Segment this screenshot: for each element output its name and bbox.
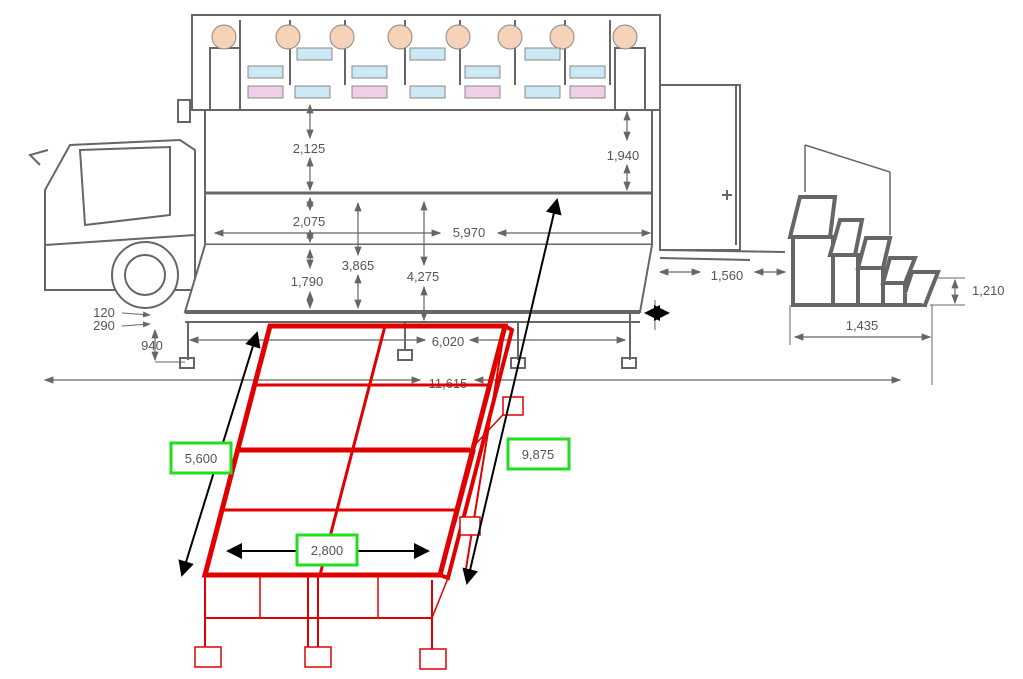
- extension-depth-label: 5,600: [185, 451, 218, 466]
- label-width-box: 2,800: [295, 533, 359, 567]
- dim-stairs-height: 1,210: [972, 283, 1005, 298]
- dim-door-gap: 1,560: [711, 268, 744, 283]
- dim-leg-height: 940: [141, 338, 163, 353]
- extension-width-label: 2,800: [311, 543, 344, 558]
- footing: [304, 646, 332, 668]
- dim-floor-a: 120: [93, 305, 115, 320]
- gallery-figures: [211, 24, 638, 99]
- dim-stage-width: 5,970: [453, 225, 486, 240]
- dim-stage-to-roof: 3,865: [342, 258, 375, 273]
- footing: [459, 516, 481, 536]
- side-door: [659, 84, 786, 261]
- stairs: [787, 144, 941, 307]
- label-diagonal-box: 9,875: [506, 437, 571, 471]
- dim-stairs-depth: 1,435: [846, 318, 879, 333]
- dim-ground-to-roof: 4,275: [407, 269, 440, 284]
- dim-upper-height-right: 1,940: [607, 148, 640, 163]
- footing: [502, 396, 524, 416]
- footing: [194, 646, 222, 668]
- dim-base-width: 6,020: [432, 334, 465, 349]
- truck-cab: [28, 138, 196, 309]
- dim-mid-height: 2,075: [293, 214, 326, 229]
- dim-floor-b: 290: [93, 318, 115, 333]
- label-depth-box: 5,600: [169, 441, 233, 475]
- dim-upper-height: 2,125: [293, 141, 326, 156]
- footing: [419, 648, 447, 670]
- dim-stage-height: 1,790: [291, 274, 324, 289]
- front-wheel: [111, 241, 179, 309]
- extension-diagonal-label: 9,875: [522, 447, 555, 462]
